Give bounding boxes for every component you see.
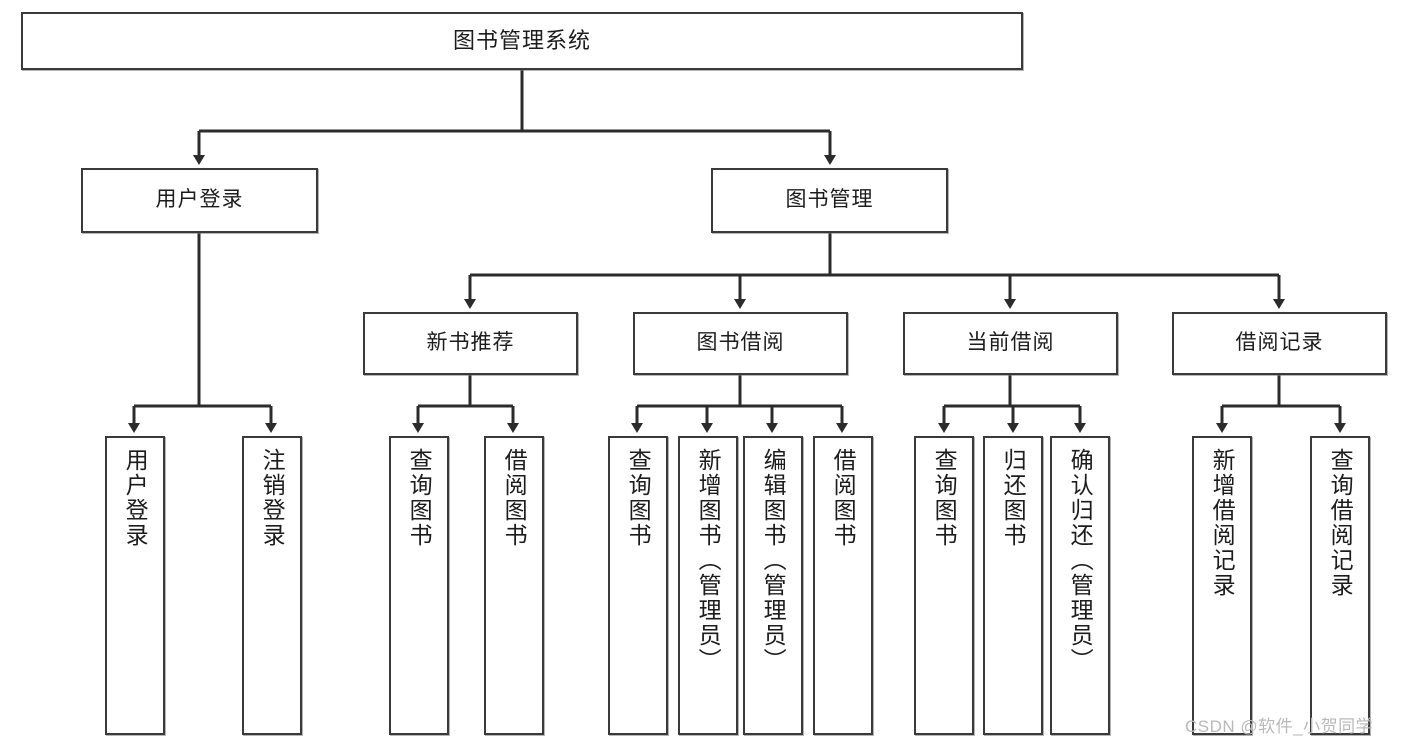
node-label: 新书推荐 bbox=[426, 331, 515, 355]
leaf-confirm-return[interactable]: 确认归还（管理员） bbox=[1050, 436, 1110, 735]
node-label: 确认归还（管理员） bbox=[1067, 448, 1094, 673]
node-label: 新增图书（管理员） bbox=[695, 448, 722, 673]
node-label: 借阅记录 bbox=[1235, 331, 1324, 355]
node-borrow-record[interactable]: 借阅记录 bbox=[1172, 312, 1387, 375]
leaf-query-book-3[interactable]: 查询图书 bbox=[914, 436, 974, 735]
node-label: 图书管理 bbox=[785, 188, 874, 212]
node-label: 图书管理系统 bbox=[452, 28, 591, 54]
node-label: 新增借阅记录 bbox=[1209, 448, 1236, 598]
node-book-manage[interactable]: 图书管理 bbox=[711, 168, 948, 233]
node-label: 借阅图书 bbox=[501, 448, 528, 548]
node-new-book-recommend[interactable]: 新书推荐 bbox=[363, 312, 578, 375]
node-label: 借阅图书 bbox=[830, 448, 857, 548]
node-book-borrow[interactable]: 图书借阅 bbox=[633, 312, 848, 375]
leaf-query-record[interactable]: 查询借阅记录 bbox=[1310, 436, 1370, 735]
csdn-watermark: CSDN @软件_小贺同学 bbox=[1185, 717, 1374, 736]
leaf-return-book[interactable]: 归还图书 bbox=[983, 436, 1043, 735]
node-root-system[interactable]: 图书管理系统 bbox=[21, 12, 1023, 70]
leaf-logout[interactable]: 注销登录 bbox=[242, 436, 302, 735]
node-label: 用户登录 bbox=[122, 448, 149, 548]
node-label: 查询图书 bbox=[625, 448, 652, 548]
node-label: 编辑图书（管理员） bbox=[760, 448, 787, 673]
node-label: 查询图书 bbox=[406, 448, 433, 548]
leaf-edit-book[interactable]: 编辑图书（管理员） bbox=[743, 436, 803, 735]
leaf-borrow-book-2[interactable]: 借阅图书 bbox=[813, 436, 873, 735]
node-label: 注销登录 bbox=[259, 448, 286, 548]
node-user-login[interactable]: 用户登录 bbox=[81, 168, 318, 233]
leaf-user-login[interactable]: 用户登录 bbox=[105, 436, 165, 735]
leaf-add-record[interactable]: 新增借阅记录 bbox=[1192, 436, 1252, 735]
node-label: 当前借阅 bbox=[966, 331, 1055, 355]
leaf-query-book-1[interactable]: 查询图书 bbox=[389, 436, 449, 735]
node-label: 归还图书 bbox=[1000, 448, 1027, 548]
node-label: 用户登录 bbox=[155, 188, 244, 212]
leaf-query-book-2[interactable]: 查询图书 bbox=[608, 436, 668, 735]
node-current-borrow[interactable]: 当前借阅 bbox=[903, 312, 1118, 375]
node-label: 查询图书 bbox=[931, 448, 958, 548]
node-label: 查询借阅记录 bbox=[1327, 448, 1354, 598]
node-label: 图书借阅 bbox=[696, 331, 785, 355]
leaf-borrow-book-1[interactable]: 借阅图书 bbox=[484, 436, 544, 735]
leaf-add-book[interactable]: 新增图书（管理员） bbox=[678, 436, 738, 735]
